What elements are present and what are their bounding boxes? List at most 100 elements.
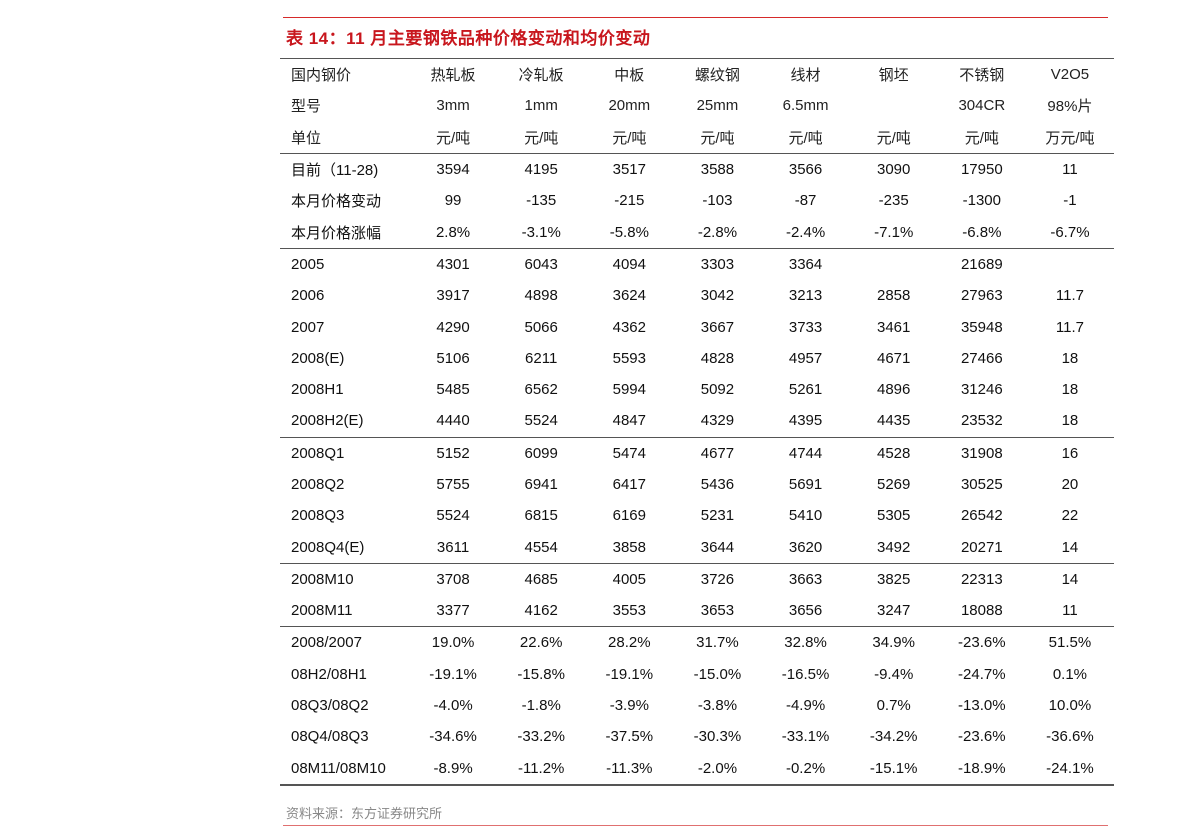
table-cell: -4.0% — [433, 697, 473, 715]
header-cell — [850, 90, 938, 121]
header-cell: 元/吨 — [876, 129, 911, 147]
table-cell: 22 — [1061, 507, 1079, 525]
table-cell: -15.1% — [849, 752, 938, 786]
table-cell: 4435 — [877, 412, 911, 430]
table-cell: 3553 — [612, 602, 646, 620]
table-cell: 3667 — [700, 318, 735, 336]
header-cell: 万元/吨 — [1045, 129, 1095, 147]
table-cell: 31908 — [937, 436, 1026, 469]
table-cell: 14 — [1061, 538, 1079, 556]
table-cell: -16.5% — [781, 665, 830, 683]
table-cell: -15.8% — [517, 665, 565, 683]
table-cell: 18 — [1061, 412, 1079, 430]
table-cell: -1.8% — [521, 697, 561, 715]
table-cell: 4528 — [849, 436, 938, 469]
header-cell: 元/吨 — [524, 129, 559, 147]
table-cell: -1 — [1063, 192, 1077, 210]
table-cell: 26542 — [960, 507, 1003, 525]
header-cell: 不锈钢 — [937, 58, 1026, 91]
table-cell: 6941 — [524, 476, 558, 493]
header-cell: 螺纹钢 — [673, 58, 762, 91]
table-cell: 27466 — [960, 349, 1003, 367]
table-cell: 0.7% — [876, 697, 911, 715]
table-cell: 6815 — [524, 507, 558, 525]
row-label: 2008Q2 — [291, 476, 345, 493]
table-cell: 20271 — [960, 538, 1003, 556]
row-label: 2008(E) — [291, 349, 345, 367]
table-cell: 4362 — [612, 318, 646, 336]
table-cell — [1025, 247, 1114, 281]
table-cell: 5524 — [436, 507, 470, 525]
table-cell: 3492 — [877, 538, 911, 556]
table-cell: 3042 — [700, 287, 735, 305]
table-cell: 5231 — [700, 507, 735, 525]
table-cell: 3594 — [409, 152, 498, 186]
source-note: 资料来源：东方证券研究所 — [286, 806, 443, 821]
table-cell: 2858 — [877, 287, 911, 305]
table-cell: 5524 — [524, 412, 558, 430]
header-cell: 元/吨 — [435, 129, 471, 147]
table-cell: 2.8% — [435, 223, 471, 241]
table-cell: 3624 — [612, 287, 646, 305]
table-cell: -9.4% — [874, 665, 914, 683]
table-cell: 6417 — [612, 476, 646, 493]
table-cell: -3.8% — [697, 697, 738, 715]
table-cell: 5755 — [436, 476, 470, 493]
row-label: 2008M10 — [280, 562, 409, 596]
table-cell: 11.7 — [1055, 318, 1084, 336]
table-cell: -135 — [526, 192, 557, 210]
row-label: 目前（11-28) — [280, 152, 409, 186]
table-row: 08H2/08H1-19.1%-15.8%-19.1%-15.0%-16.5%-… — [280, 659, 1114, 690]
table-cell: -30.3% — [693, 728, 742, 746]
table-cell: 6169 — [612, 507, 646, 525]
table-cell: 35948 — [960, 318, 1003, 336]
table-cell: 22.6% — [497, 626, 586, 659]
table-cell: -33.2% — [517, 728, 565, 746]
table-cell: -103 — [702, 192, 733, 210]
table-cell: -24.1% — [1025, 752, 1114, 786]
table-cell: 3708 — [409, 562, 498, 596]
table-cell: 3663 — [761, 562, 850, 596]
table-row: 08Q3/08Q2-4.0%-1.8%-3.9%-3.8%-4.9%0.7%-1… — [280, 690, 1114, 721]
table-cell: -6.7% — [1050, 223, 1090, 241]
table-cell: 18 — [1061, 381, 1079, 399]
table-cell: 3620 — [788, 538, 823, 556]
header-cell: 元/吨 — [788, 129, 823, 147]
table-cell: 4440 — [436, 412, 470, 430]
table-cell: 3917 — [436, 287, 470, 305]
table-cell: -215 — [614, 192, 645, 210]
table-cell: 3825 — [849, 562, 938, 596]
row-label: 2008Q4(E) — [291, 538, 365, 556]
table-cell: 6043 — [497, 247, 586, 281]
table-cell — [849, 247, 938, 281]
bottom-red-rule — [283, 825, 1108, 826]
table-cell: 32.8% — [761, 626, 850, 659]
table-cell: 17950 — [937, 152, 1026, 186]
table-cell: -3.9% — [609, 697, 649, 715]
table-cell: 10.0% — [1048, 697, 1092, 715]
table-cell: 4094 — [585, 247, 674, 281]
table-cell: 3566 — [761, 152, 850, 186]
row-label: 2005 — [280, 247, 409, 281]
table-cell: 3644 — [700, 538, 735, 556]
table-cell: 4554 — [524, 538, 558, 556]
table-cell: 3653 — [700, 602, 735, 620]
header-cell: 元/吨 — [612, 129, 647, 147]
row-label: 08Q3/08Q2 — [291, 697, 369, 715]
table-cell: 3303 — [673, 247, 762, 281]
table-cell: 6562 — [524, 381, 558, 399]
table-cell: 3656 — [788, 602, 823, 620]
table-cell: -3.1% — [521, 223, 561, 241]
table-cell: -18.9% — [937, 752, 1026, 786]
table-cell: 3611 — [436, 538, 470, 556]
table-cell: -5.8% — [609, 223, 649, 241]
